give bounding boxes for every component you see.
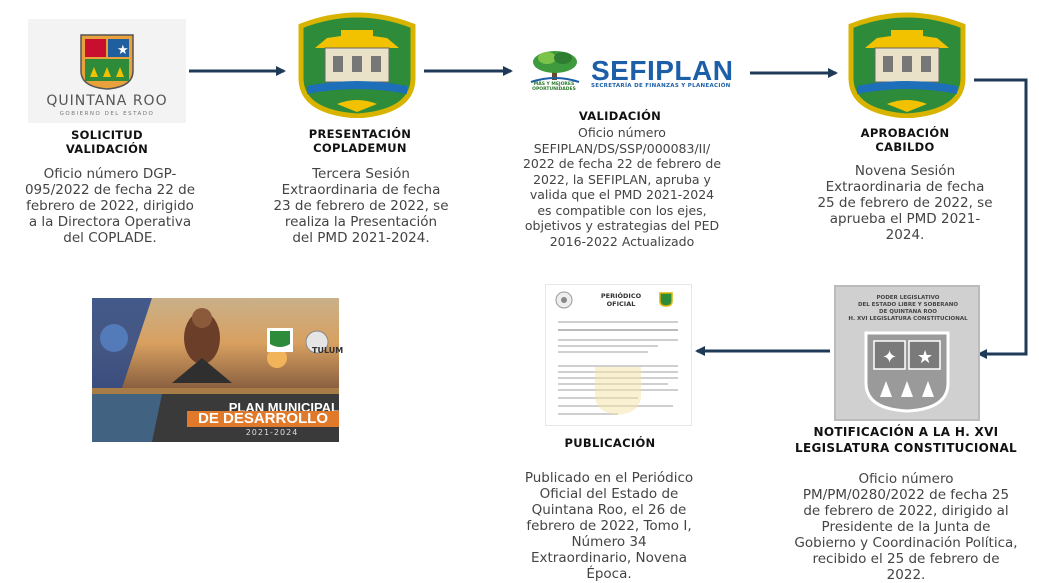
tulum-shield-icon [848,12,966,118]
step-body-aprobacion: Novena Sesión Extraordinaria de fecha 25… [817,163,993,243]
qroo-shield-icon: ★ [80,34,134,90]
cover-tulum-label: TULUM [312,346,344,355]
legislatura-shield-icon: ✦ ★ [864,331,950,413]
watermark-shield-icon [595,367,641,415]
qroo-name: QUINTANA ROO [46,93,168,109]
cover-title-line2: DE DESARROLLO [187,411,339,427]
legislatura-seal: PODER LEGISLATIVO DEL ESTADO LIBRE Y SOB… [834,285,980,421]
svg-text:★: ★ [917,347,933,368]
legislatura-heading: PODER LEGISLATIVO DEL ESTADO LIBRE Y SOB… [848,295,968,322]
cover-years: 2021-2024 [245,428,299,437]
sefiplan-subtitle: SECRETARÍA DE FINANZAS Y PLANEACIÓN [591,83,731,89]
svg-text:★: ★ [117,43,129,58]
step-title-notificacion: NOTIFICACIÓN A LA H. XVI LEGISLATURA CON… [795,425,1017,455]
arrow-4 [974,78,1028,359]
sefiplan-logo-text: SEFIPLAN [591,55,734,86]
step-title-validacion: VALIDACIÓN [578,109,662,123]
tulum-shield-icon [298,12,416,118]
sefiplan-motto: MÁS Y MEJORES OPORTUNIDADES [532,82,576,92]
tree-icon [530,51,580,83]
periodico-title: PERIÓDICO OFICIAL [600,292,642,308]
plan-municipal-cover: PLAN MUNICIPAL DE DESARROLLO 2021-2024 [92,298,339,442]
step-body-notificacion: Oficio número PM/PM/0280/2022 de fecha 2… [794,471,1018,583]
step-body-validacion: Oficio número SEFIPLAN/DS/SSP/000083/II/… [522,125,722,249]
step-title-aprobacion: APROBACIÓN CABILDO [860,126,950,154]
step-body-publicacion: Publicado en el Periódico Oficial del Es… [524,470,694,582]
step-body-presentacion: Tercera Sesión Extraordinaria de fecha 2… [273,166,449,246]
step-title-solicitud: SOLICITUD VALIDACIÓN [65,128,149,156]
periodico-oficial-document: PERIÓDICO OFICIAL [545,284,692,426]
step-body-solicitud: Oficio número DGP- 095/2022 de fecha 22 … [24,166,196,246]
step-title-presentacion: PRESENTACIÓN COPLADEMUN [308,127,412,155]
small-shield-icon [659,292,673,307]
step-title-publicacion: PUBLICACIÓN [564,436,656,450]
quintana-roo-logo: ★ QUINTANA ROO GOBIERNO DEL ESTADO [28,19,186,123]
cover-illustration [92,298,339,442]
svg-text:✦: ✦ [882,347,897,368]
qroo-subtitle: GOBIERNO DEL ESTADO [59,111,155,117]
seal-icon [555,291,573,309]
